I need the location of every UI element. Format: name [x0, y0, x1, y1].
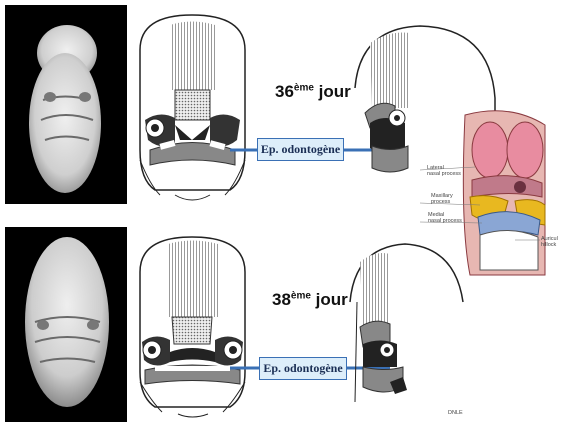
label-credit: DNLE — [448, 410, 463, 416]
embryo-photo-38 — [5, 227, 127, 422]
day-suffix: jour — [311, 290, 348, 309]
label-lateral-nasal: Lateral nasal process — [427, 165, 461, 177]
label-maxillary: Maxillary process — [431, 193, 453, 205]
face-diagram-front-36 — [130, 10, 255, 210]
embryo-photo-38-graphic — [5, 227, 127, 422]
day-label-38: 38ème jour — [272, 290, 348, 310]
day-suffix: jour — [314, 82, 351, 101]
face-diagram-front-38 — [130, 232, 255, 422]
day-label-36: 36ème jour — [275, 82, 351, 102]
day-number: 36 — [275, 82, 294, 101]
embryo-photo-36-graphic — [5, 5, 127, 204]
day-sup: ème — [294, 82, 314, 93]
day-sup: ème — [291, 290, 311, 301]
embryo-photo-36 — [5, 5, 127, 204]
label-auricular-hillock: Auricul hillock — [541, 236, 558, 248]
odontogenic-epithelium-box-38: Ep. odontogène — [259, 357, 347, 380]
odontogenic-epithelium-box-36: Ep. odontogène — [257, 138, 344, 161]
label-medial-nasal: Medial nasal process — [428, 212, 462, 224]
day-number: 38 — [272, 290, 291, 309]
